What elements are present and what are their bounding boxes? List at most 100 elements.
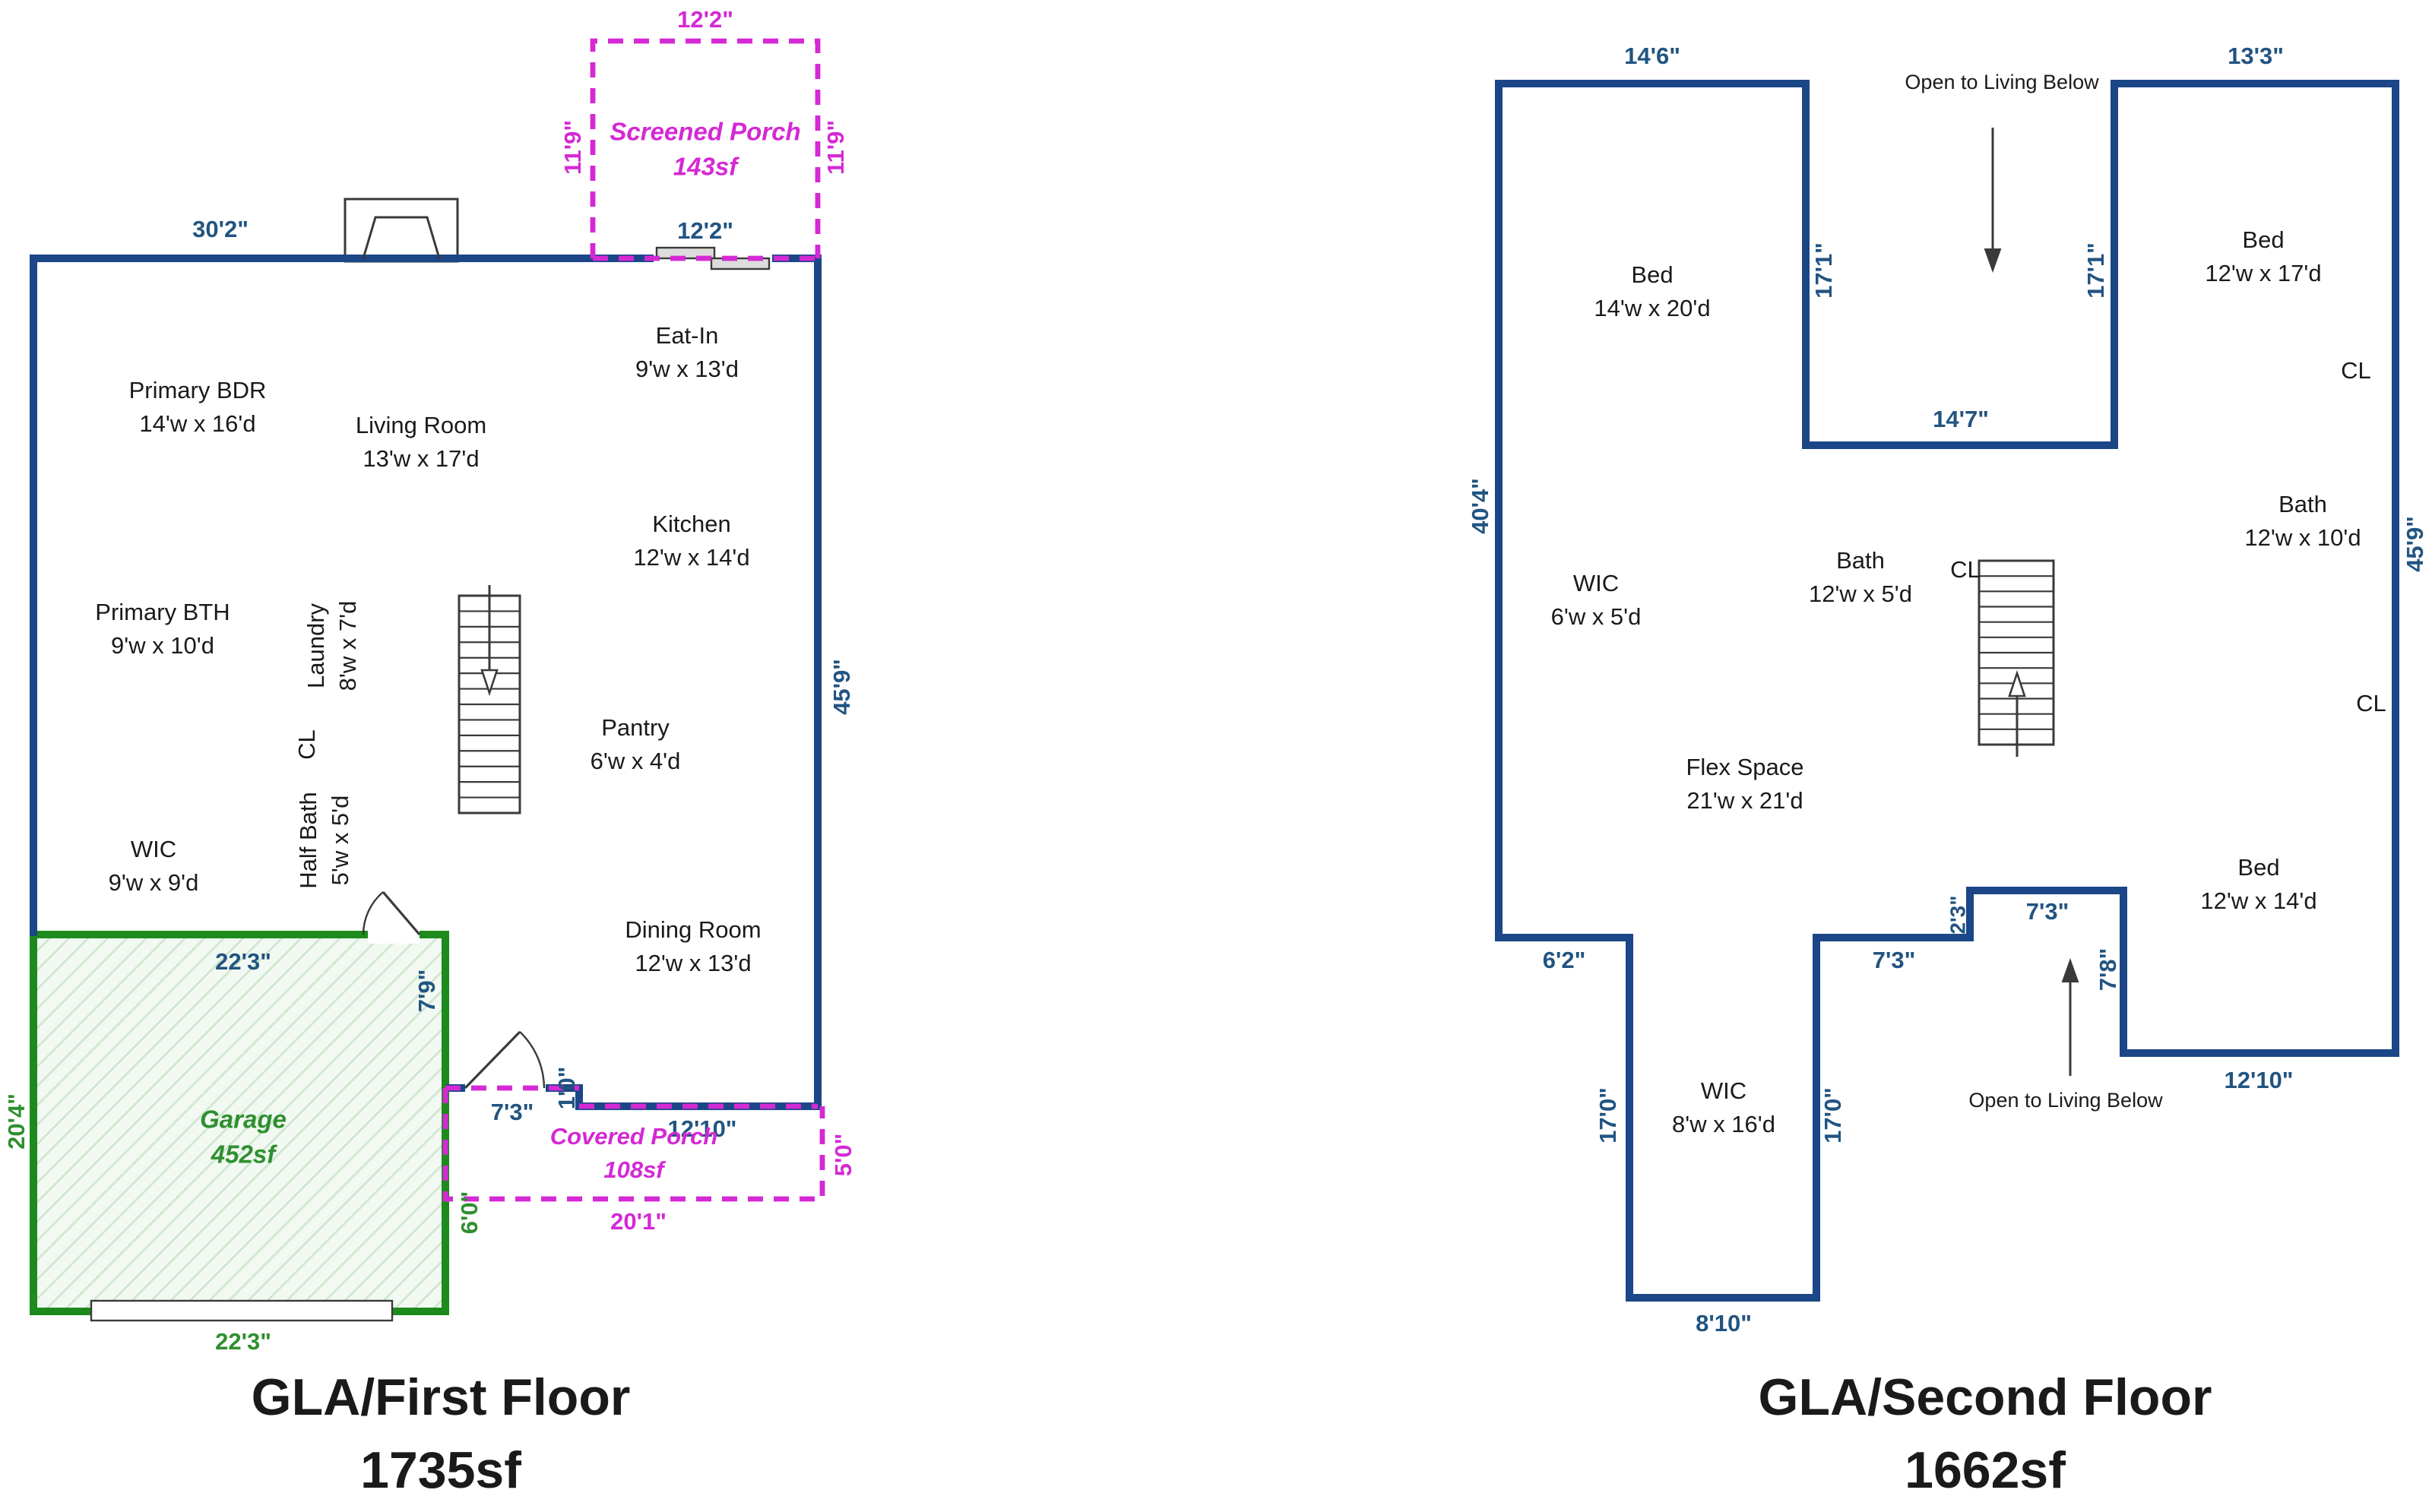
closet-by-stairs: CL: [1950, 556, 1981, 583]
room-bath-right-line-1: 12'w x 10'd: [2244, 524, 2361, 551]
garage-walls: [30, 931, 449, 1315]
room-wic-large-line-1: 8'w x 16'd: [1672, 1111, 1775, 1137]
floor-area: 1662sf: [1905, 1441, 2066, 1499]
dim-notch-left: 17'1": [1810, 242, 1837, 299]
dim-garage-left: 20'4": [3, 1093, 30, 1150]
covered-porch-title-line-0: Covered Porch: [550, 1123, 718, 1150]
porch-door-arc: [519, 1031, 546, 1089]
room-dining-room: Dining Room 12'w x 13'd: [625, 916, 761, 976]
floor-area: 1735sf: [360, 1441, 521, 1499]
room-wic: WIC 9'w x 9'd: [109, 836, 199, 896]
room-wic-large-line-0: WIC: [1701, 1077, 1746, 1104]
room-bed-bottom-line-1: 12'w x 14'd: [2200, 887, 2316, 914]
room-primary-bdr-line-1: 14'w x 16'd: [139, 410, 255, 437]
dim-garage-right-lower: 6'0": [456, 1191, 483, 1235]
dim-top-left: 14'6": [1624, 43, 1680, 69]
garage-title-line-0: Garage: [200, 1106, 287, 1134]
chimney-firebox: [362, 216, 441, 259]
dim-right-wall: 45'9": [828, 659, 855, 715]
garage-title: Garage 452sf: [200, 1106, 287, 1169]
garage-entry-door-gap: [368, 925, 420, 944]
floor-title: GLA/First Floor: [252, 1368, 631, 1426]
stairs-up-arrow-head: [2008, 669, 2026, 697]
dim-right-wall: 45'9": [828, 659, 855, 715]
floor-plan-layers: 12'2"11'9"11'9"Screened Porch143sf12'2"3…: [3, 6, 2428, 1499]
dim-upper-shelf: 7'3": [2026, 898, 2069, 925]
room-living-room-line-1: 13'w x 17'd: [363, 445, 479, 472]
dim-covered-porch-right: 5'0": [830, 1134, 857, 1177]
dim-covered-porch-bottom: 20'1": [610, 1208, 667, 1235]
first-floor: 12'2"11'9"11'9"Screened Porch143sf12'2"3…: [3, 6, 857, 1499]
stairs-down-arrow-head: [480, 669, 499, 697]
room-half-bath-dim: 5'w x 5'd: [327, 796, 353, 886]
room-half-bath: Half Bath: [295, 792, 321, 889]
room-primary-bth-line-1: 9'w x 10'd: [111, 632, 214, 659]
room-bed-left-line-1: 14'w x 20'd: [1594, 295, 1710, 321]
dim-top-right: 13'3": [2228, 43, 2284, 69]
screened-porch-dashed-outline: [590, 38, 821, 258]
dim-upper-shelf: 7'3": [2026, 898, 2069, 925]
room-bed-bottom-line-0: Bed: [2237, 854, 2279, 881]
room-pantry-line-1: 6'w x 4'd: [591, 748, 681, 774]
dim-bed-bottom: 12'10": [2224, 1067, 2293, 1093]
room-wic-large: WIC 8'w x 16'd: [1672, 1077, 1775, 1137]
dim-notch-bottom: 14'7": [1933, 406, 1989, 432]
garage-title-line-1: 452sf: [211, 1140, 277, 1169]
closet-right-upper: CL: [2341, 357, 2371, 384]
open-below-bottom-text: Open to Living Below: [1968, 1089, 2163, 1112]
dim-wic-left: 17'0": [1594, 1087, 1621, 1143]
room-wic-line-0: WIC: [131, 836, 176, 862]
room-pantry: Pantry 6'w x 4'd: [591, 714, 681, 774]
dim-left-wall: 40'4": [1467, 478, 1493, 534]
sliding-door-panel: [710, 257, 771, 270]
open-below-bottom-arrow-head: [2061, 958, 2079, 982]
room-dining-room-line-0: Dining Room: [625, 916, 761, 943]
dim-bed-bottom: 12'10": [2224, 1067, 2293, 1093]
dim-notch-bottom: 14'7": [1933, 406, 1989, 432]
closet-right-upper: CL: [2341, 357, 2371, 384]
dim-small-step: 2'3": [1946, 895, 1969, 934]
dim-garage-right-lower: 6'0": [456, 1191, 483, 1235]
dim-garage-top: 22'3": [215, 948, 271, 975]
dim-left-wall: 40'4": [1467, 478, 1493, 534]
room-pantry-line-0: Pantry: [601, 714, 670, 741]
dim-porch-door: 7'3": [491, 1099, 534, 1125]
dim-notch-right: 17'1": [2082, 242, 2109, 299]
open-below-top-text: Open to Living Below: [1905, 71, 2099, 93]
dim-bottom-wall: 12'10": [667, 1115, 736, 1142]
second-floor: 14'6" Open to Living Below 13'3" 17'1" 17'1"…: [1467, 43, 2428, 1499]
room-laundry: Laundry: [302, 603, 329, 688]
room-kitchen-line-0: Kitchen: [652, 511, 730, 537]
dim-garage-left: 20'4": [3, 1093, 30, 1150]
dim-top-right: 13'3": [2228, 43, 2284, 69]
garage-entry-door-arc: [362, 891, 384, 935]
room-wic-line-1: 9'w x 9'd: [109, 869, 199, 896]
room-half-bath: Half Bath: [295, 792, 321, 889]
dim-screened-porch-bottom: 12'2": [677, 217, 733, 244]
room-wic-small-line-0: WIC: [1573, 570, 1619, 596]
open-below-top-arrow-head: [1984, 248, 2002, 273]
exterior-walls: [1495, 80, 2399, 1302]
room-half-bath-dim: 5'w x 5'd: [327, 796, 353, 886]
dim-covered-porch-bottom: 20'1": [610, 1208, 667, 1235]
dim-wic-shelf: 7'3": [1873, 947, 1916, 973]
dim-porch-door: 7'3": [491, 1099, 534, 1125]
room-bath-right-line-0: Bath: [2278, 491, 2327, 517]
room-dining-room-line-1: 12'w x 13'd: [635, 950, 751, 976]
dim-right-wall: 45'9": [2402, 516, 2428, 572]
dim-bed-left-wall: 7'8": [2095, 948, 2121, 992]
closet-right-lower: CL: [2356, 690, 2386, 716]
dim-step: 1'0": [553, 1067, 580, 1110]
garage-entry-door-leaf: [382, 890, 421, 936]
porch-door-leaf: [464, 1030, 521, 1090]
dim-garage-bottom: 22'3": [215, 1328, 271, 1355]
chimney-box: [344, 198, 459, 263]
